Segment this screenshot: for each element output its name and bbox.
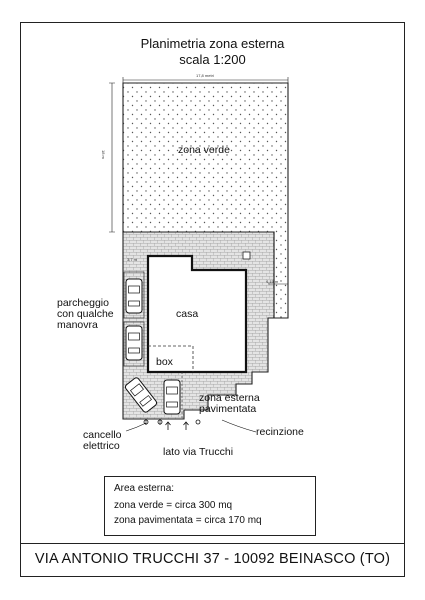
car-icon: [124, 377, 158, 413]
parking-slot-bottom: [123, 321, 145, 367]
car-icon: [125, 325, 143, 361]
parcheggio-label: parcheggio: [57, 297, 109, 309]
drawing-frame: [20, 22, 405, 577]
box-label: box: [156, 356, 173, 368]
parcheggio-label-3: manovra: [57, 319, 98, 331]
parcheggio-label-2: con qualche: [57, 308, 114, 320]
area-heading: Area esterna:: [114, 483, 175, 494]
plan-scale: scala 1:200: [179, 52, 246, 67]
area-pavimentata-value: zona pavimentata = circa 170 mq: [114, 515, 262, 526]
plan-title: Planimetria zona esterna: [140, 36, 285, 51]
casa-footprint: [146, 254, 248, 374]
pavimentata-label: zona esterna: [199, 392, 260, 404]
gate-icon: [143, 419, 201, 425]
area-summary-box: Area esterna: zona verde = circa 300 mq …: [104, 476, 316, 536]
box-partition: [148, 345, 194, 372]
area-verde-value: zona verde = circa 300 mq: [114, 500, 233, 511]
leader-cancello: [125, 422, 147, 432]
pavimentata-label-2: pavimentata: [199, 403, 257, 415]
car-icon: [125, 278, 143, 314]
side-dimension-label: 4,15 m: [266, 279, 279, 284]
height-dimension-label: 18 m: [101, 150, 106, 159]
side-left-dimension-label: 3,7 m: [127, 257, 138, 262]
recinzione-label: recinzione: [256, 426, 304, 438]
casa-label: casa: [176, 308, 199, 320]
width-dimension-line: [122, 77, 289, 83]
roof-marker: [242, 251, 251, 260]
cancello-label-2: elettrico: [83, 440, 120, 452]
leader-recinzione: [221, 419, 257, 433]
cancello-label: cancello: [83, 429, 122, 441]
zona-verde-label: zona verde: [178, 144, 230, 156]
arrow-icon: [165, 421, 189, 430]
parking-slot-top: [123, 271, 145, 319]
car-icon: [163, 379, 181, 415]
height-dimension-line: [109, 82, 115, 233]
address-footer: VIA ANTONIO TRUCCHI 37 - 10092 BEINASCO …: [20, 543, 405, 577]
width-dimension-label: 17,8 metri: [196, 73, 214, 78]
street-label: lato via Trucchi: [163, 446, 234, 458]
